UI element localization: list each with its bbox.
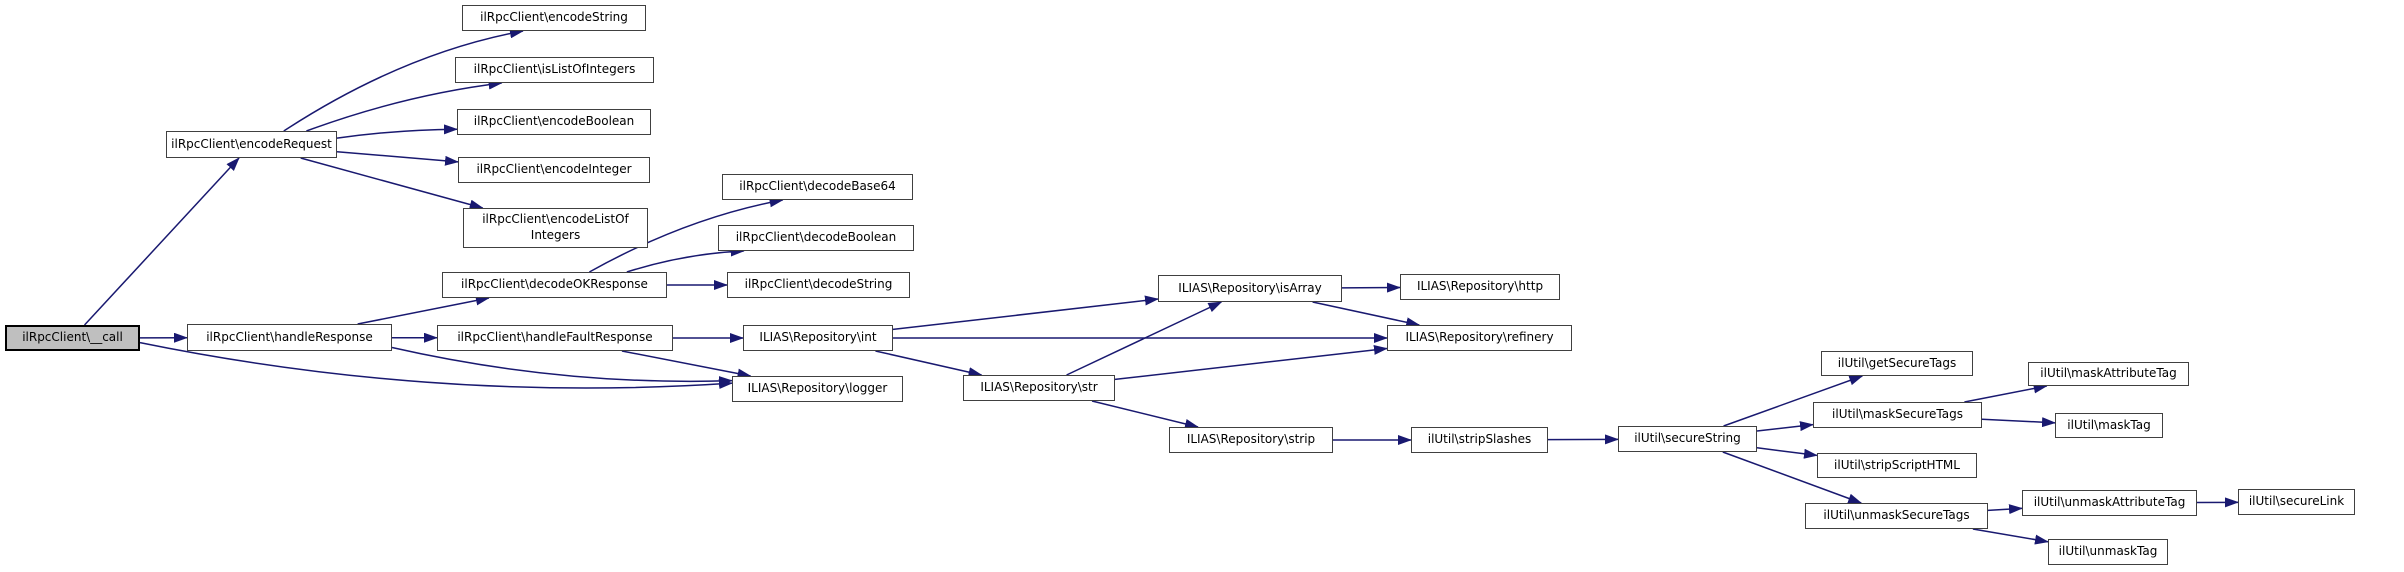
graph-node-stripScriptHTML[interactable]: ilUtil\stripScriptHTML [1817,453,1977,478]
graph-node-label: ilUtil\secureString [1634,431,1741,446]
graph-node-unmaskSecureTags[interactable]: ilUtil\unmaskSecureTags [1805,503,1988,529]
edge-str-refinery [1114,344,1388,381]
edge-decodeOKResponse-decodeBoolean [626,246,745,273]
graph-node-label: ilRpcClient\handleFaultResponse [457,330,653,345]
edge-secureString-getSecureTags [1723,375,1864,427]
edge-secureString-unmaskSecureTags [1722,451,1863,504]
graph-node-label: ilRpcClient\decodeString [744,277,893,292]
graph-node-strip[interactable]: ILIAS\Repository\strip [1169,427,1333,453]
edge-str-strip [1091,400,1199,429]
graph-node-label: ILIAS\Repository\int [759,330,877,345]
graph-node-label: ilUtil\maskAttributeTag [2040,366,2177,381]
graph-node-maskSecureTags[interactable]: ilUtil\maskSecureTags [1813,402,1982,428]
edge-unmaskSecureTags-unmaskTag [1972,528,2049,545]
edge-encodeRequest-encodeString [283,28,524,132]
graph-node-stripSlashes[interactable]: ilUtil\stripSlashes [1411,427,1548,453]
graph-node-label: ilUtil\unmaskAttributeTag [2033,495,2186,510]
graph-node-isArray[interactable]: ILIAS\Repository\isArray [1158,275,1342,302]
graph-node-label: ilRpcClient\__call [22,330,123,345]
edge-repoInt-str [875,350,983,378]
graph-node-unmaskAttributeTag[interactable]: ilUtil\unmaskAttributeTag [2022,490,2197,516]
graph-node-label: ilRpcClient\isListOfIntegers [473,62,636,77]
graph-node-encodeString[interactable]: ilRpcClient\encodeString [462,5,646,31]
edge-encodeRequest-isListOfIntegers [306,79,503,132]
graph-node-label: ilUtil\stripScriptHTML [1834,457,1960,472]
graph-node-encodeInteger[interactable]: ilRpcClient\encodeInteger [458,157,650,183]
graph-node-secureString[interactable]: ilUtil\secureString [1618,426,1757,452]
graph-node-logger[interactable]: ILIAS\Repository\logger [732,376,903,402]
graph-node-secureLink[interactable]: ilUtil\secureLink [2238,489,2355,515]
graph-node-label: ILIAS\Repository\isArray [1178,280,1322,295]
graph-node-http[interactable]: ILIAS\Repository\http [1400,274,1560,300]
edge-call-encodeRequest [83,157,240,326]
graph-node-refinery[interactable]: ILIAS\Repository\refinery [1387,325,1572,351]
graph-node-label: ILIAS\Repository\http [1416,279,1544,294]
graph-node-label: ilRpcClient\encodeBoolean [473,114,635,129]
graph-node-label: ilUtil\getSecureTags [1837,355,1957,370]
graph-node-label: ilUtil\secureLink [2248,494,2345,509]
graph-node-unmaskTag[interactable]: ilUtil\unmaskTag [2048,539,2168,565]
graph-node-label: ilUtil\maskSecureTags [1832,407,1963,422]
edge-maskSecureTags-maskTag [1981,417,2056,428]
graph-node-maskTag[interactable]: ilUtil\maskTag [2055,413,2163,438]
graph-node-label: ILIAS\Repository\strip [1186,432,1316,447]
graph-node-decodeBoolean[interactable]: ilRpcClient\decodeBoolean [718,225,914,251]
graph-node-label: ilRpcClient\encodeListOf Integers [482,212,629,242]
edge-secureString-stripScriptHTML [1756,447,1818,459]
graph-node-decodeString[interactable]: ilRpcClient\decodeString [727,272,910,298]
edge-paths [83,28,2239,545]
graph-node-decodeBase64[interactable]: ilRpcClient\decodeBase64 [722,174,913,200]
graph-node-label: ilRpcClient\decodeBase64 [739,179,896,194]
graph-node-handleFaultResponse[interactable]: ilRpcClient\handleFaultResponse [437,325,673,351]
edge-repoInt-isArray [892,295,1159,331]
graph-node-label: ilRpcClient\encodeString [480,10,628,25]
graph-node-label: ilUtil\stripSlashes [1427,432,1532,447]
edge-handleResponse-decodeOKResponse [357,295,490,325]
graph-node-encodeBoolean[interactable]: ilRpcClient\encodeBoolean [457,109,651,135]
graph-node-encodeListOfIntegers[interactable]: ilRpcClient\encodeListOf Integers [463,208,648,248]
edge-encodeRequest-encodeBoolean [336,124,458,139]
graph-node-repoInt[interactable]: ILIAS\Repository\int [743,325,893,351]
graph-node-handleResponse[interactable]: ilRpcClient\handleResponse [187,324,392,351]
edge-encodeRequest-encodeListOfIntegers [300,157,484,210]
graph-node-encodeRequest[interactable]: ilRpcClient\encodeRequest [166,131,337,158]
graph-node-isListOfIntegers[interactable]: ilRpcClient\isListOfIntegers [455,57,654,83]
edge-str-isArray [1066,301,1223,376]
edge-call-logger [139,341,733,389]
graph-node-label: ilRpcClient\decodeBoolean [735,230,897,245]
graph-node-label: ILIAS\Repository\str [980,380,1098,395]
graph-node-label: ilUtil\unmaskTag [2058,544,2158,559]
graph-node-label: ilRpcClient\encodeRequest [171,136,332,151]
graph-node-label: ILIAS\Repository\logger [747,381,888,396]
graph-node-label: ilRpcClient\encodeInteger [476,162,632,177]
edge-encodeRequest-encodeInteger [336,150,459,166]
edge-unmaskSecureTags-unmaskAttributeTag [1987,504,2023,515]
edge-handleFaultResponse-logger [621,350,752,379]
edge-maskSecureTags-maskAttributeTag [1964,383,2048,403]
edge-isArray-refinery [1312,301,1421,328]
edge-handleResponse-logger [391,346,733,387]
graph-node-decodeOKResponse[interactable]: ilRpcClient\decodeOKResponse [442,272,667,298]
graph-node-getSecureTags[interactable]: ilUtil\getSecureTags [1821,351,1973,376]
graph-node-label: ilUtil\maskTag [2067,417,2151,432]
graph-node-label: ILIAS\Repository\refinery [1405,330,1554,345]
edge-secureString-maskSecureTags [1756,421,1814,432]
graph-node-maskAttributeTag[interactable]: ilUtil\maskAttributeTag [2028,362,2189,386]
graph-node-label: ilRpcClient\decodeOKResponse [461,277,648,292]
graph-node-label: ilRpcClient\handleResponse [206,329,373,344]
graph-node-call[interactable]: ilRpcClient\__call [5,325,140,351]
graph-node-str[interactable]: ILIAS\Repository\str [963,375,1115,401]
edge-decodeOKResponse-decodeBase64 [589,197,784,273]
graph-node-label: ilUtil\unmaskSecureTags [1823,508,1970,523]
